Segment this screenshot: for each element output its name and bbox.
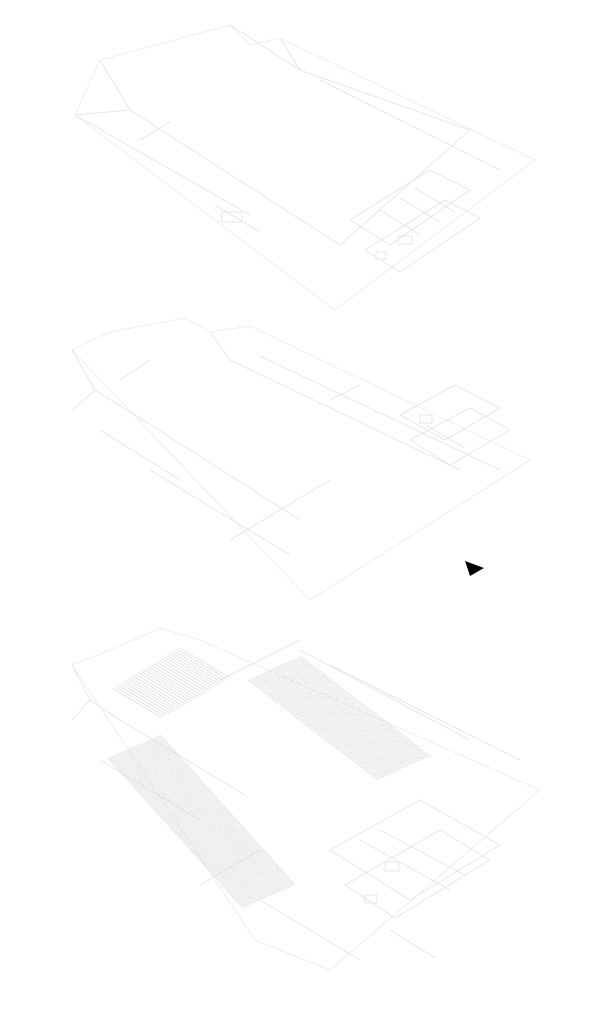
hatch-line (267, 670, 399, 772)
hatch-line (257, 675, 389, 776)
hatch-line (127, 749, 263, 900)
hatch-line (133, 746, 270, 897)
hatch-line (281, 664, 413, 765)
hatch-line (169, 653, 220, 685)
hatch-line (125, 749, 262, 901)
hatch-line (172, 652, 223, 683)
hatch-line (261, 673, 393, 774)
hatch-line (111, 756, 247, 907)
hatch-line (117, 753, 254, 904)
hatch-line (177, 649, 228, 680)
hatch-line (166, 655, 218, 686)
hatch-line (164, 656, 215, 688)
hatch-line (283, 663, 415, 764)
hatch-line (271, 668, 403, 770)
hatch-line (122, 751, 258, 902)
hatch-line (132, 675, 184, 706)
hatch-line (124, 750, 260, 902)
hatch-line (158, 660, 210, 691)
hatch-line (289, 660, 421, 761)
hatch-line (287, 661, 419, 762)
hatch-line (111, 687, 163, 719)
hatch-line (114, 754, 250, 906)
hatch-line (124, 680, 176, 711)
hatch-line (291, 659, 423, 760)
hatch-line (148, 666, 199, 697)
hatch-line (153, 663, 204, 694)
hatch-line (179, 647, 231, 679)
hatch-line (119, 683, 170, 714)
hatch-line (140, 670, 191, 702)
hatch-line (297, 656, 429, 758)
hatch-line (148, 739, 284, 891)
hatch-line (143, 669, 194, 700)
hatch-line (153, 737, 289, 889)
hatch-line (255, 676, 387, 777)
hatch-line (146, 740, 283, 892)
hatch-line (115, 754, 252, 905)
hatch-line (137, 744, 273, 896)
hatch-line (143, 741, 280, 893)
hatch-line (107, 757, 244, 909)
hatch-line (154, 736, 291, 888)
hatch-line (285, 662, 417, 763)
hatch-line (174, 650, 225, 682)
hatch-line (145, 667, 197, 699)
hatched-zone-upper-right (247, 655, 431, 781)
hatch-line (138, 744, 275, 895)
hatched-zone-lower-left (107, 734, 296, 909)
hatch-line (127, 678, 178, 710)
hatch-line (114, 686, 165, 717)
hatch-line (150, 739, 286, 890)
hatch-line (158, 735, 294, 886)
ground-floor-plan (71, 627, 541, 971)
hatch-line (269, 669, 401, 771)
hatch-line (138, 672, 189, 703)
hatch-line (293, 658, 425, 760)
hatch-line (117, 684, 168, 716)
hatch-line (299, 655, 431, 757)
hatch-line (112, 755, 249, 907)
hatch-line (119, 752, 255, 904)
hatched-zone-upper-left (111, 647, 231, 719)
hatch-line (109, 757, 245, 908)
hatch-line (151, 738, 288, 889)
hatch-line (132, 746, 268, 898)
hatch-line (295, 657, 427, 759)
hatch-line (156, 736, 293, 887)
hatch-line (251, 677, 383, 779)
hatch-line (249, 678, 381, 780)
hatch-line (128, 748, 265, 899)
hatch-line (279, 664, 411, 766)
hatch-line (247, 679, 379, 781)
hatch-line (141, 742, 278, 894)
hatch-line (140, 743, 276, 894)
hatch-line (145, 741, 281, 892)
hatch-line (253, 676, 385, 778)
hatch-line (156, 661, 207, 693)
hatch-line (161, 658, 212, 690)
hatch-line (263, 672, 395, 773)
hatch-line (265, 671, 397, 772)
hatch-line (130, 747, 267, 899)
hatch-line (273, 667, 405, 769)
hatch-line (259, 674, 391, 775)
hatch-line (275, 666, 407, 768)
upper-floor-plan (74, 24, 536, 311)
hatch-line (151, 664, 202, 696)
middle-floor-plan (71, 317, 531, 601)
hatch-line (277, 665, 409, 767)
triangle-pointer-icon (465, 561, 484, 576)
hatch-line (120, 752, 257, 903)
hatch-line (135, 673, 186, 705)
hatch-line (122, 681, 173, 713)
hatch-line (135, 745, 271, 897)
hatch-line (159, 734, 296, 886)
hatch-line (130, 676, 181, 708)
